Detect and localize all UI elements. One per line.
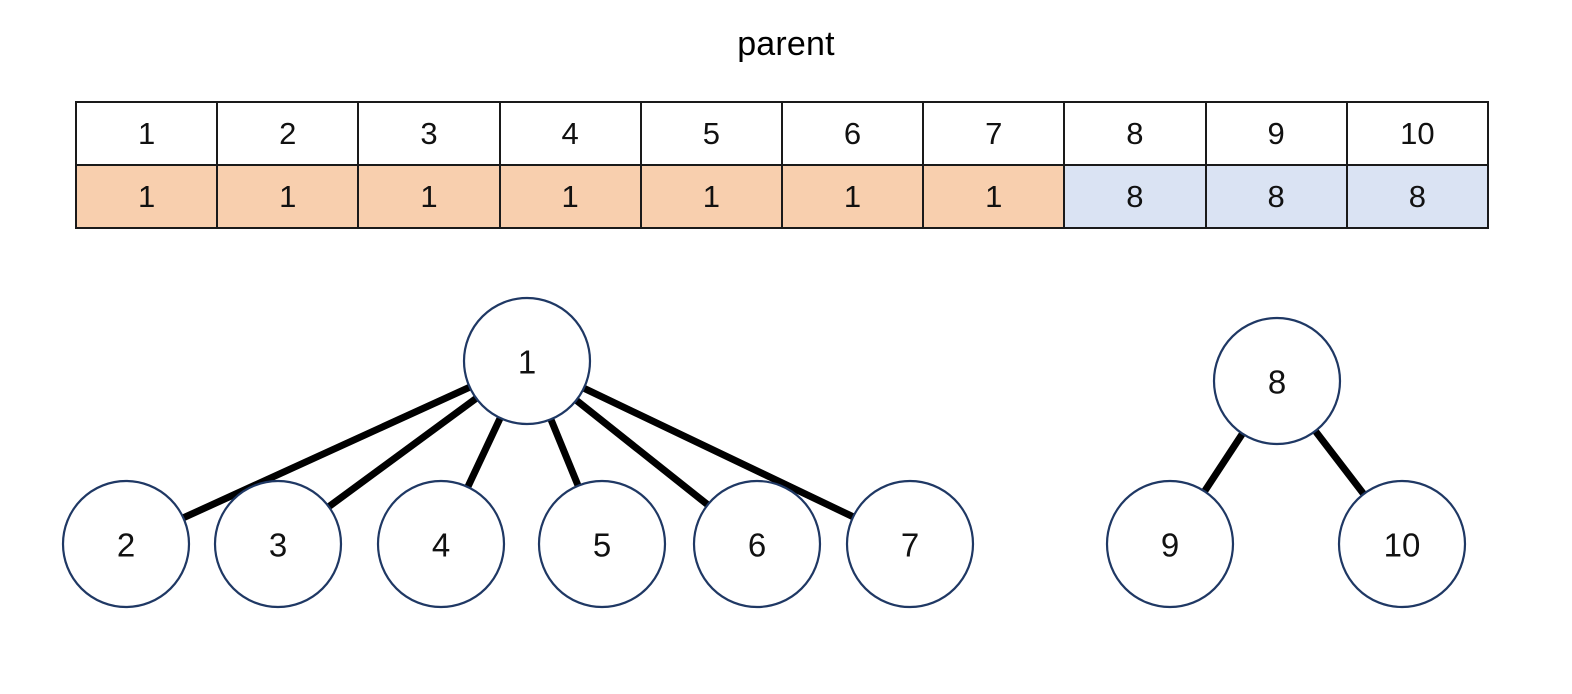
tree-node-circle	[61, 479, 191, 609]
tree-node-label: 4	[432, 527, 450, 564]
tree-edge	[326, 395, 479, 510]
array-index-cell: 3	[357, 101, 501, 166]
tree-node: 8	[1212, 316, 1342, 446]
array-index-cell: 7	[922, 101, 1066, 166]
tree-node-circle	[213, 479, 343, 609]
array-index-cell: 1	[74, 101, 219, 166]
tree-node: 2	[61, 479, 191, 609]
tree-node-circle	[462, 296, 592, 426]
array-index-cell: 4	[498, 101, 642, 166]
tree-node: 1	[462, 296, 592, 426]
tree-node: 9	[1105, 479, 1235, 609]
tree-node-label: 1	[518, 344, 536, 381]
tree-node-circle	[537, 479, 667, 609]
array-value-cell: 1	[639, 164, 783, 229]
tree-edge	[1201, 431, 1246, 494]
array-value-cell: 1	[74, 164, 219, 229]
array-value-cell: 1	[780, 164, 925, 229]
array-value-cell: 1	[498, 164, 642, 229]
tree-node: 3	[213, 479, 343, 609]
tree-edge	[582, 385, 855, 520]
array-index-cell: 9	[1204, 101, 1348, 166]
tree-node-label: 5	[593, 527, 611, 564]
tree-node: 7	[845, 479, 975, 609]
array-value-cell: 8	[1345, 164, 1490, 229]
array-value-row: 1 1 1 1 1 1 1 8 8 8	[74, 164, 1490, 229]
tree-node-label: 6	[748, 527, 766, 564]
array-index-row: 1 2 3 4 5 6 7 8 9 10	[74, 101, 1490, 166]
array-value-cell: 1	[357, 164, 501, 229]
array-index-cell: 2	[216, 101, 360, 166]
array-value-cell: 1	[922, 164, 1066, 229]
tree-node: 6	[692, 479, 822, 609]
array-value-cell: 1	[216, 164, 360, 229]
parent-array-table: 1 2 3 4 5 6 7 8 9 10 1 1 1 1 1 1 1 8 8 8	[74, 101, 1490, 229]
tree-node-label: 2	[117, 527, 135, 564]
array-index-cell: 5	[639, 101, 783, 166]
tree-edge	[464, 416, 504, 489]
tree-node-label: 8	[1268, 364, 1286, 401]
tree-edge	[547, 417, 582, 488]
array-value-cell: 8	[1063, 164, 1207, 229]
tree-node-circle	[376, 479, 506, 609]
page-title: parent	[737, 25, 835, 63]
array-index-cell: 8	[1063, 101, 1207, 166]
tree-edge	[181, 383, 472, 522]
tree-node-circle	[845, 479, 975, 609]
tree-node: 5	[537, 479, 667, 609]
tree-node-circle	[692, 479, 822, 609]
tree-node-circle	[1105, 479, 1235, 609]
tree-node: 4	[376, 479, 506, 609]
tree-node-circle	[1337, 479, 1467, 609]
array-index-cell: 10	[1345, 101, 1490, 166]
tree-edge	[574, 397, 710, 508]
tree-node-label: 3	[269, 527, 287, 564]
tree-node: 10	[1337, 479, 1467, 609]
tree-node-label: 7	[901, 527, 919, 564]
tree-node-label: 10	[1384, 527, 1421, 564]
tree-node-label: 9	[1161, 527, 1179, 564]
array-index-cell: 6	[780, 101, 925, 166]
array-value-cell: 8	[1204, 164, 1348, 229]
tree-node-circle	[1212, 316, 1342, 446]
tree-edges-layer	[181, 383, 1367, 522]
tree-edge	[1312, 428, 1367, 497]
tree-nodes-layer: 1 2 3 4 5 6 7 8 9 10	[61, 296, 1467, 609]
